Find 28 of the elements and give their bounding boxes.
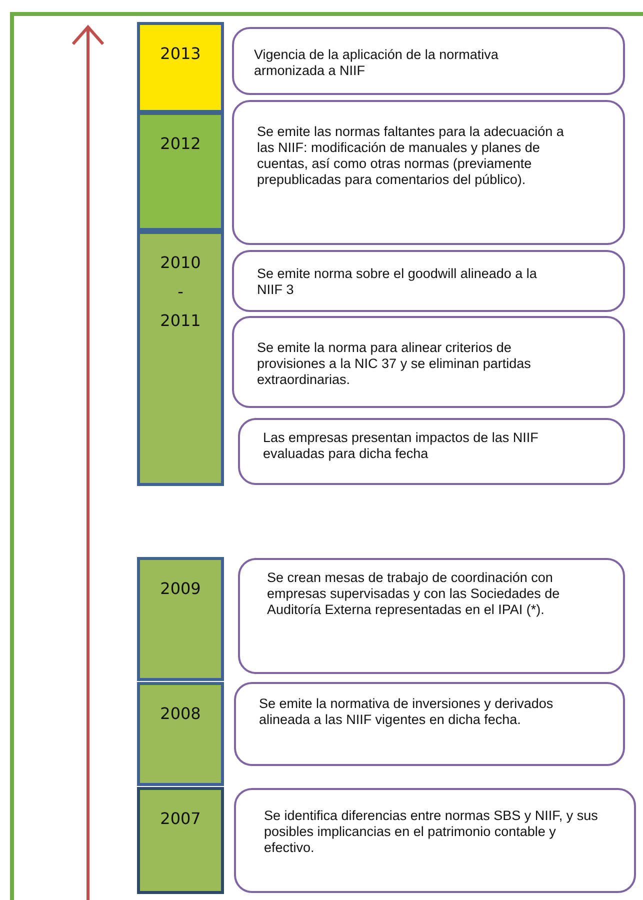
event-text: Se emite norma sobre el goodwill alineado a la NIIF 3 [257, 266, 538, 298]
event-text: Se identifica diferencias entre normas SBS y NIIF, y sus posibles implicancias en el patrimonio contable y efectivo. [264, 808, 599, 856]
event-text: Se crean mesas de trabajo de coordinación con empresas supervisadas y con las Sociedades de Auditoría Externa representadas en el IPAI (*). [267, 570, 561, 618]
year-label: 2008 [159, 703, 202, 725]
year-label: 2012 [159, 133, 202, 155]
year-label: 2009 [159, 578, 202, 600]
event-box [232, 100, 625, 245]
event-text: Se emite la normativa de inversiones y derivados alineada a las NIIF vigentes en dicha fecha. [259, 696, 554, 728]
event-box [234, 788, 636, 893]
event-box [232, 250, 625, 312]
year-label: 2013 [159, 43, 202, 65]
year-box [137, 682, 224, 786]
year-box [137, 112, 224, 231]
year-box [137, 557, 224, 681]
event-box [232, 27, 625, 95]
year-label: 2010 - 2011 [159, 252, 202, 332]
year-box [137, 22, 224, 113]
event-text: Las empresas presentan impactos de las NIIF evaluadas para dicha fecha [263, 430, 540, 462]
year-box [137, 787, 224, 894]
event-text: Se emite las normas faltantes para la adecuación a las NIIF: modificación de manuales y planes de cuentas, así como otras normas (previamente prepublicadas para comentarios del público). [257, 124, 565, 188]
event-box [232, 316, 625, 408]
event-box [238, 558, 625, 674]
event-box [234, 682, 625, 766]
event-box [238, 418, 625, 485]
year-box [137, 231, 224, 486]
event-text: Vigencia de la aplicación de la normativa armonizada a NIIF [254, 47, 500, 79]
year-label: 2007 [159, 808, 202, 830]
event-text: Se emite la norma para alinear criterios de provisiones a la NIC 37 y se eliminan partidas extraordinarias. [257, 340, 532, 388]
